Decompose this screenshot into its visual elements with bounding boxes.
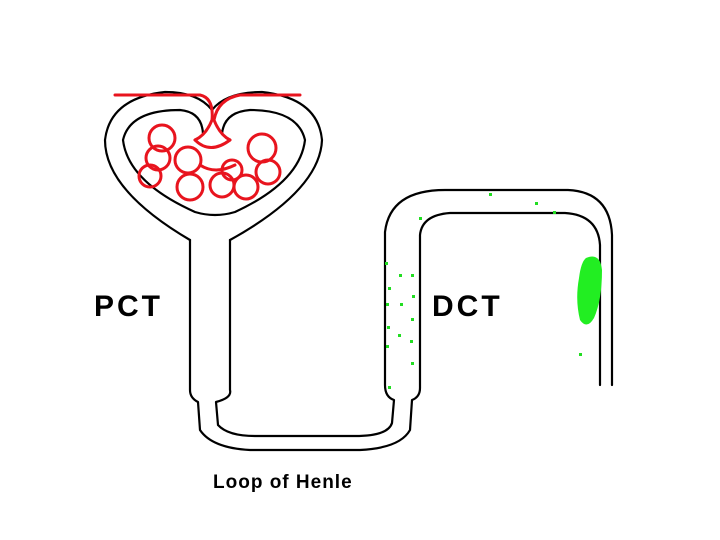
filtrate-dot: [387, 326, 390, 329]
pct-outer-wall: [188, 211, 602, 452]
bowman-capsule-inner: [121, 108, 307, 217]
filtrate-dot: [553, 211, 556, 214]
pct-inner-wall: [214, 188, 614, 438]
filtrate-dot: [535, 202, 538, 205]
filtrate-dot: [412, 295, 415, 298]
filtrate-dot: [579, 353, 582, 356]
filtrate-dot: [388, 386, 391, 389]
filtrate-dot: [489, 193, 492, 196]
efferent-arteriole: [212, 93, 302, 122]
pct-label: PCT: [94, 290, 163, 323]
capillary-loop: [254, 158, 282, 186]
afferent-arteriole: [113, 93, 214, 122]
loop-of-henle-label: Loop of Henle: [213, 472, 353, 493]
filtrate-dot: [411, 318, 414, 321]
filtrate-dot: [410, 340, 413, 343]
filtrate-dot: [386, 345, 389, 348]
filtrate-dot: [400, 303, 403, 306]
capillary-loop: [175, 172, 205, 202]
nephron-outline: [103, 90, 614, 452]
filtrate-dot: [419, 217, 422, 220]
filtrate-dot: [411, 274, 414, 277]
filtrate-particles: [385, 193, 582, 389]
glomerulus: [113, 93, 302, 202]
capillary-tuft: [193, 118, 232, 142]
capillary-loop: [173, 145, 203, 175]
capillary-loop: [137, 163, 163, 189]
capillary-loop: [232, 173, 260, 201]
filtrate-dot: [386, 303, 389, 306]
capillary-loop: [246, 132, 278, 164]
reabsorption-blob: [577, 256, 602, 325]
filtrate-dot: [385, 262, 388, 265]
filtrate-dot: [399, 274, 402, 277]
capillary-loop: [208, 171, 236, 199]
capillary-loop: [147, 123, 177, 153]
filtrate-dot: [411, 362, 414, 365]
filtrate-dot: [398, 334, 401, 337]
capillary-strand: [193, 138, 237, 172]
dct-label: DCT: [432, 290, 503, 323]
filtrate-dot: [388, 287, 391, 290]
